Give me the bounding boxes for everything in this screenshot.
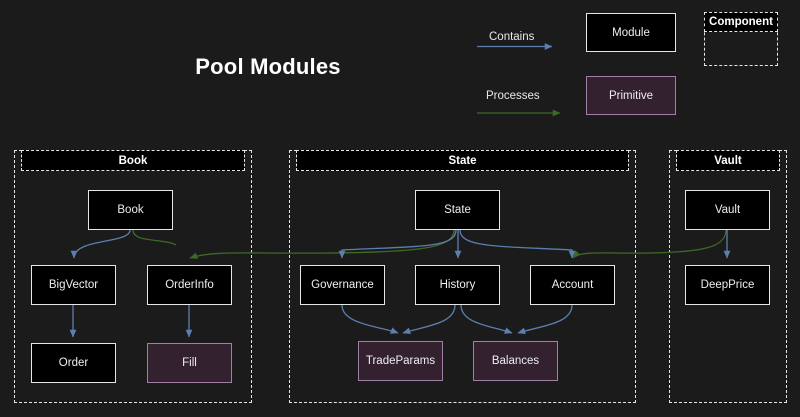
group-state-title: State — [296, 150, 629, 171]
page-title: Pool Modules — [195, 54, 341, 79]
node-fill[interactable]: Fill — [147, 343, 232, 383]
node-tradeparams[interactable]: TradeParams — [358, 341, 443, 381]
group-book-title: Book — [21, 150, 245, 171]
legend-component-label: Component — [704, 12, 778, 32]
node-deepprice[interactable]: DeepPrice — [685, 265, 770, 305]
node-state[interactable]: State — [415, 190, 500, 230]
legend-processes-label: Processes — [486, 90, 540, 102]
node-account[interactable]: Account — [530, 265, 615, 305]
legend-module-swatch: Module — [586, 13, 676, 52]
node-bigvector[interactable]: BigVector — [31, 265, 116, 305]
legend-contains-label: Contains — [489, 31, 535, 43]
node-order[interactable]: Order — [31, 343, 116, 383]
node-book[interactable]: Book — [88, 190, 173, 230]
node-vault[interactable]: Vault — [685, 190, 770, 230]
group-vault-title: Vault — [676, 150, 780, 171]
node-balances[interactable]: Balances — [473, 341, 558, 381]
node-orderinfo[interactable]: OrderInfo — [147, 265, 232, 305]
legend-primitive-swatch: Primitive — [586, 76, 676, 115]
node-history[interactable]: History — [415, 265, 500, 305]
node-governance[interactable]: Governance — [300, 265, 385, 305]
